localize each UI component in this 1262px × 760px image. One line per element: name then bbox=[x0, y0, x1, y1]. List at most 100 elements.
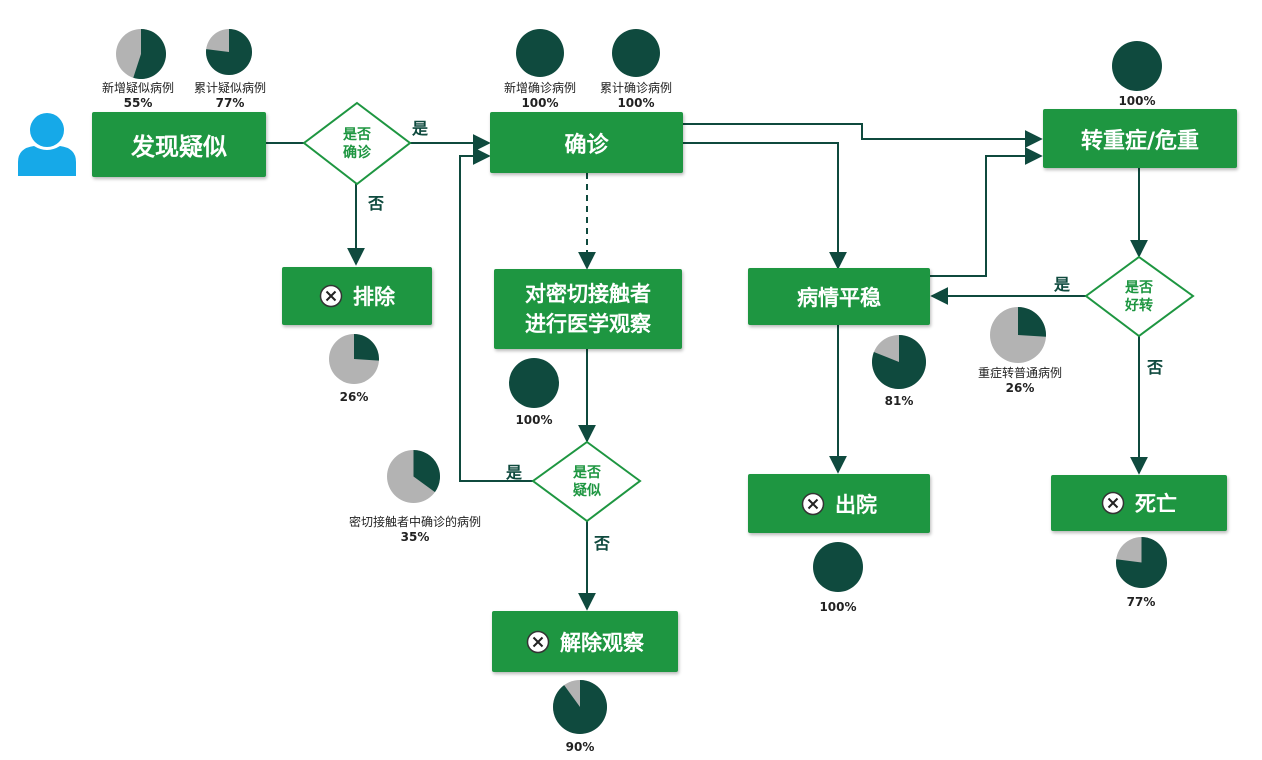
node-observation: 对密切接触者 进行医学观察 bbox=[494, 269, 682, 349]
pie-label-release: 90% bbox=[550, 740, 610, 755]
decision-is-suspected-line2: 疑似 bbox=[573, 483, 601, 499]
pie-label-discharged: 100% bbox=[808, 600, 868, 615]
edge-label-suspected-no: 否 bbox=[594, 534, 611, 553]
pie-new-suspected bbox=[116, 29, 166, 79]
node-stable: 病情平稳 bbox=[748, 268, 930, 325]
decision-is-improved-line1: 是否 bbox=[1125, 280, 1153, 296]
pie-caption: 累计确诊病例 bbox=[599, 81, 672, 95]
pie-label-contacts-confirmed: 密切接触者中确诊的病例 35% bbox=[339, 515, 491, 545]
pie-excluded bbox=[329, 334, 379, 384]
pie-percent: 100% bbox=[1118, 94, 1156, 108]
pie-observation bbox=[509, 358, 559, 408]
edge-label-confirmed-yes: 是 bbox=[412, 119, 429, 138]
node-suspected: 发现疑似 bbox=[92, 112, 266, 177]
decision-is-confirmed-label: 是否 确诊 bbox=[322, 126, 392, 162]
edge-confirmed-to-severe bbox=[683, 123, 1043, 148]
pie-label-cum-confirmed: 累计确诊病例 100% bbox=[590, 81, 682, 111]
node-discharged: 出院 bbox=[748, 474, 930, 533]
pie-slice-value bbox=[1116, 537, 1167, 588]
edge-label-improved-no: 否 bbox=[1147, 358, 1164, 377]
pie-percent: 26% bbox=[339, 390, 369, 404]
pie-percent: 100% bbox=[521, 96, 559, 110]
pie-contacts-confirmed bbox=[387, 450, 440, 503]
pie-slice-value bbox=[133, 29, 166, 79]
node-release-label: 解除观察 bbox=[560, 630, 644, 655]
pie-slice-value bbox=[509, 358, 559, 408]
pie-caption: 重症转普通病例 bbox=[977, 366, 1062, 380]
pie-label-cum-suspected: 累计疑似病例 77% bbox=[184, 81, 276, 111]
node-observation-label-line1: 对密切接触者 bbox=[525, 282, 651, 306]
decision-is-improved-label: 是否 好转 bbox=[1104, 279, 1174, 315]
node-suspected-label: 发现疑似 bbox=[131, 133, 227, 161]
decision-is-confirmed-line1: 是否 bbox=[343, 127, 371, 143]
pie-caption: 密切接触者中确诊的病例 bbox=[348, 515, 481, 529]
pie-percent: 26% bbox=[1005, 381, 1035, 395]
pie-stable bbox=[872, 335, 926, 389]
edge-stable-to-severe bbox=[930, 147, 1043, 277]
pie-slice-value bbox=[612, 29, 660, 77]
pie-caption: 新增疑似病例 bbox=[101, 81, 174, 95]
pie-slice-value bbox=[813, 542, 863, 592]
node-excluded: 排除 bbox=[282, 267, 432, 325]
node-confirmed: 确诊 bbox=[490, 112, 683, 173]
node-excluded-label: 排除 bbox=[353, 285, 395, 309]
pie-cum-suspected bbox=[206, 29, 252, 75]
node-confirmed-label: 确诊 bbox=[564, 132, 609, 158]
pie-percent: 100% bbox=[515, 413, 553, 427]
pie-label-severe-to-normal: 重症转普通病例 26% bbox=[966, 366, 1074, 396]
cancel-circle-icon bbox=[1101, 491, 1125, 515]
pie-label-excluded: 26% bbox=[324, 390, 384, 405]
pie-percent: 77% bbox=[1126, 595, 1156, 609]
pie-label-stable: 81% bbox=[869, 394, 929, 409]
decision-is-suspected-label: 是否 疑似 bbox=[552, 464, 622, 500]
pie-slice-value bbox=[206, 29, 252, 75]
pie-slice-value bbox=[354, 334, 379, 361]
pie-percent: 55% bbox=[123, 96, 153, 110]
pie-percent: 35% bbox=[400, 530, 430, 544]
pie-severe-to-normal bbox=[990, 307, 1046, 363]
edge-confirmed-to-stable bbox=[683, 142, 847, 270]
node-release: 解除观察 bbox=[492, 611, 678, 672]
pie-cum-confirmed bbox=[612, 29, 660, 77]
pie-slice-value bbox=[516, 29, 564, 77]
pie-slice-value bbox=[1018, 307, 1046, 337]
pie-slice-value bbox=[413, 450, 440, 493]
cancel-circle-icon bbox=[319, 284, 343, 308]
pie-death bbox=[1116, 537, 1167, 588]
node-death: 死亡 bbox=[1051, 475, 1227, 531]
pie-percent: 77% bbox=[215, 96, 245, 110]
pie-label-new-confirmed: 新增确诊病例 100% bbox=[494, 81, 586, 111]
pie-caption: 新增确诊病例 bbox=[503, 81, 576, 95]
node-stable-label: 病情平稳 bbox=[797, 285, 881, 310]
pie-new-confirmed bbox=[516, 29, 564, 77]
cancel-circle-icon bbox=[801, 492, 825, 515]
decision-is-improved bbox=[1084, 255, 1195, 338]
node-observation-label-line2: 进行医学观察 bbox=[525, 312, 651, 336]
pie-percent: 100% bbox=[617, 96, 655, 110]
node-severe: 转重症/危重 bbox=[1043, 109, 1237, 168]
decision-is-suspected-line1: 是否 bbox=[573, 465, 601, 481]
pie-label-new-suspected: 新增疑似病例 55% bbox=[92, 81, 184, 111]
pie-severe bbox=[1112, 41, 1162, 91]
edge-label-improved-yes: 是 bbox=[1054, 275, 1071, 294]
cancel-circle-icon bbox=[526, 630, 550, 653]
decision-is-suspected bbox=[531, 440, 642, 523]
pie-label-observation: 100% bbox=[504, 413, 564, 428]
pie-slice-value bbox=[1112, 41, 1162, 91]
edge-label-suspected-yes: 是 bbox=[506, 463, 523, 482]
decision-is-improved-line2: 好转 bbox=[1125, 298, 1153, 314]
edge-label-confirmed-no: 否 bbox=[368, 194, 385, 213]
pie-caption: 累计疑似病例 bbox=[193, 81, 266, 95]
person-icon bbox=[18, 113, 76, 176]
pie-slice-value bbox=[553, 680, 607, 734]
pie-release bbox=[553, 680, 607, 734]
pie-percent: 90% bbox=[565, 740, 595, 754]
node-death-label: 死亡 bbox=[1135, 492, 1177, 516]
node-discharged-label: 出院 bbox=[835, 492, 877, 517]
pie-label-death: 77% bbox=[1111, 595, 1171, 610]
pie-label-severe: 100% bbox=[1107, 94, 1167, 109]
edge-decision-suspected-yes bbox=[459, 147, 533, 482]
node-severe-label: 转重症/危重 bbox=[1080, 128, 1200, 154]
